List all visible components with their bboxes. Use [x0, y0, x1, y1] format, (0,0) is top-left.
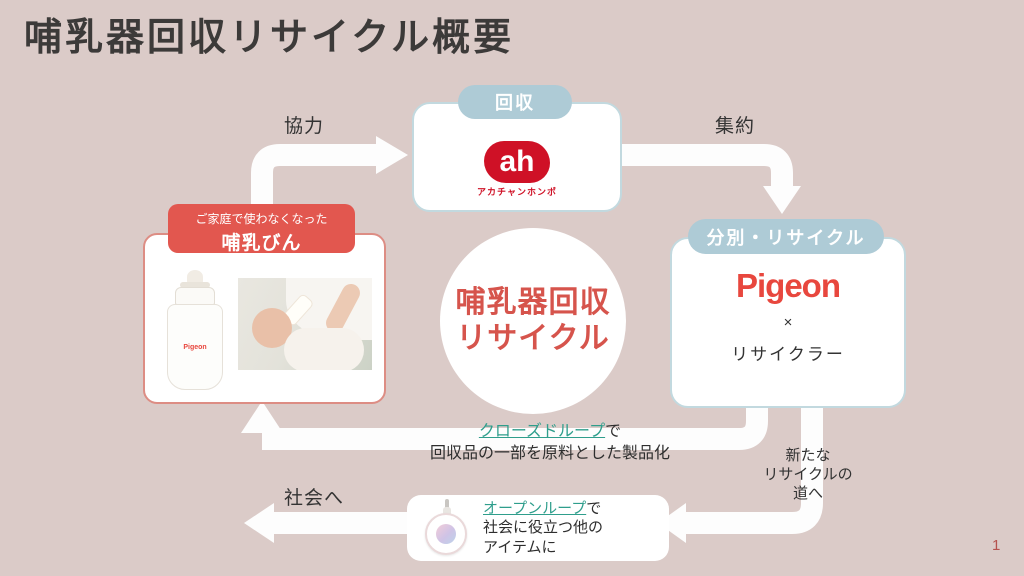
aggregation-arrow-icon [616, 144, 801, 214]
bottle-ring [180, 282, 210, 288]
closed-loop-arrow-icon [241, 401, 768, 450]
aggregation-label: 集約 [715, 116, 756, 137]
akachan-honpo-logo-icon: ah [484, 141, 550, 183]
collection-box: ah アカチャンホンポ [412, 102, 622, 212]
pigeon-logo: Pigeon [735, 267, 841, 304]
baby-feeding-photo [238, 278, 372, 370]
cross-symbol: × [783, 314, 793, 331]
to-society-arrow-icon [244, 503, 410, 543]
slide-title: 哺乳器回収リサイクル概要 [24, 17, 515, 59]
closed-loop-suffix: で [605, 423, 622, 440]
baby-bottle-image: Pigeon [162, 270, 228, 394]
center-title-line2: リサイクル [456, 322, 610, 355]
keychain-charm-image [423, 499, 471, 557]
sorting-stage-badge: 分別・リサイクル [688, 219, 884, 254]
akachan-honpo-logo-text: ah [499, 145, 535, 178]
page-number: 1 [992, 537, 1001, 554]
new-path-line3: 道へ [792, 484, 823, 502]
charm-hook [445, 499, 449, 511]
home-bottles-header: ご家庭で使わなくなった 哺乳びん [168, 204, 355, 254]
open-loop-caption: オープンループで 社会に役立つ他の アイテムに [483, 499, 603, 558]
bottle-brand-label: Pigeon [183, 343, 207, 351]
collection-stage-badge: 回収 [458, 85, 572, 119]
center-title-line1: 哺乳器回収 [455, 286, 611, 319]
center-title-circle: 哺乳器回収 リサイクル [440, 228, 626, 414]
photo-baby-body [284, 328, 364, 370]
charm-core [436, 524, 456, 544]
charm-strap [443, 507, 451, 517]
open-loop-line2: 社会に役立つ他の [483, 519, 604, 537]
to-society-label: 社会へ [284, 488, 345, 509]
open-loop-link[interactable]: オープンループ [483, 499, 587, 517]
open-loop-box: オープンループで 社会に役立つ他の アイテムに [407, 495, 669, 561]
new-path-line2: リサイクルの [763, 465, 853, 483]
cooperation-arrow-icon [251, 136, 408, 212]
akachan-honpo-logo-caption: アカチャンホンポ [477, 187, 557, 197]
open-loop-line3: アイテムに [483, 538, 557, 556]
recycler-label: リサイクラー [731, 345, 845, 364]
closed-loop-link[interactable]: クローズドループ [478, 423, 606, 440]
closed-loop-description: 回収品の一部を原料とした製品化 [429, 444, 670, 462]
open-loop-suffix: で [586, 499, 602, 517]
home-header-line2: 哺乳びん [221, 233, 302, 254]
cooperation-label: 協力 [284, 116, 325, 137]
open-loop-arrow-icon [658, 404, 823, 543]
closed-loop-caption: クローズドループで 回収品の一部を原料とした製品化 [412, 421, 688, 464]
bottle-nipple [187, 270, 203, 284]
bottle-cap [175, 287, 215, 305]
new-recycle-path-caption: 新たな リサイクルの 道へ [756, 447, 860, 503]
sorting-box: Pigeon × リサイクラー [670, 237, 906, 408]
home-header-line1: ご家庭で使わなくなった [195, 212, 328, 226]
new-path-line1: 新たな [785, 447, 831, 464]
bottle-body: Pigeon [167, 304, 223, 390]
